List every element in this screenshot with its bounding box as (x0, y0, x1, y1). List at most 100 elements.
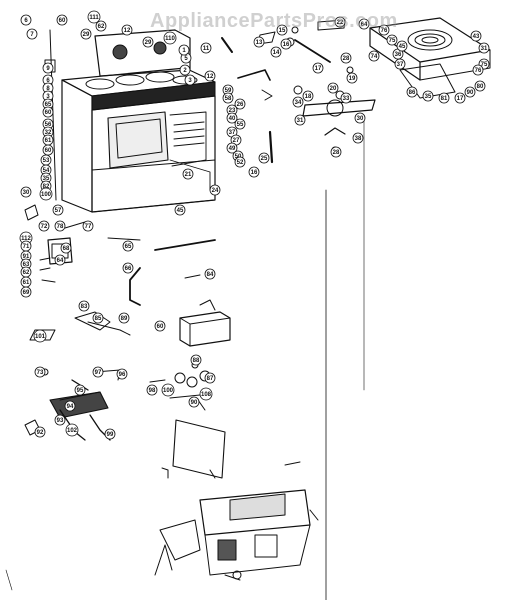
callout-bubble (253, 36, 265, 48)
callout-number: 25 (261, 156, 268, 162)
callout-number: 36 (395, 52, 402, 58)
callout-number: 33 (343, 96, 350, 102)
callout-bubble (178, 44, 190, 56)
callout-number: 62 (98, 24, 105, 30)
callout-22: 22 (334, 16, 346, 28)
callout-bubble (154, 320, 166, 332)
callout-71: 71 (20, 240, 32, 252)
callout-number: 11 (203, 46, 210, 52)
callout-75: 75 (386, 34, 398, 46)
callout-number: 21 (185, 172, 192, 178)
callout-45: 45 (396, 40, 408, 52)
callout-29: 29 (80, 28, 92, 40)
callout-number: 60 (45, 148, 52, 154)
callout-bubble (226, 142, 238, 154)
callout-number: 87 (207, 376, 214, 382)
callout-number: 60 (59, 18, 66, 24)
callout-number: 1 (182, 48, 186, 54)
callout-17: 17 (454, 92, 466, 104)
callout-30: 30 (20, 186, 32, 198)
callout-bubble (346, 72, 358, 84)
callout-bubble (184, 74, 196, 86)
callout-31: 31 (294, 114, 306, 126)
callout-53: 53 (40, 154, 52, 166)
callout-bubble (54, 220, 66, 232)
callout-bubble (470, 30, 482, 42)
callout-number: 6 (24, 18, 28, 24)
callout-number: 12 (124, 28, 131, 34)
callout-number: 61 (45, 138, 52, 144)
callout-bubble (52, 204, 64, 216)
callout-number: 66 (125, 266, 132, 272)
callout-bubble (396, 40, 408, 52)
callout-number: 30 (23, 190, 30, 196)
callout-number: 28 (343, 56, 350, 62)
callout-number: 12 (207, 74, 214, 80)
callout-number: 31 (297, 118, 304, 124)
callout-69: 69 (20, 286, 32, 298)
callout-110: 110 (163, 31, 177, 45)
callout-60: 60 (42, 144, 54, 156)
callout-100: 100 (161, 383, 175, 397)
callout-bubble (340, 52, 352, 64)
callout-bubble (340, 92, 352, 104)
callout-number: 57 (55, 208, 62, 214)
callout-number: 90 (191, 400, 198, 406)
callout-88: 88 (190, 354, 202, 366)
callout-bubble (163, 31, 177, 45)
callout-83: 83 (78, 300, 90, 312)
callout-111: 111 (87, 10, 101, 24)
callout-number: 100 (41, 192, 52, 198)
callout-number: 83 (81, 304, 88, 310)
callout-number: 65 (125, 244, 132, 250)
callout-26: 26 (234, 98, 246, 110)
callout-bubble (146, 384, 158, 396)
callout-number: 60 (157, 324, 164, 330)
callout-bubble (54, 414, 66, 426)
callout-68: 68 (60, 242, 72, 254)
callout-number: 3 (188, 78, 192, 84)
callout-number: 17 (315, 66, 322, 72)
callout-64: 64 (358, 18, 370, 30)
callout-number: 29 (83, 32, 90, 38)
callout-bubble (378, 24, 390, 36)
callout-number: 108 (201, 392, 212, 398)
callout-bubble (39, 187, 53, 201)
callout-bubble (258, 152, 270, 164)
callout-bubble (74, 384, 86, 396)
callout-90: 90 (188, 396, 200, 408)
callout-bubble (472, 64, 484, 76)
callout-13: 13 (253, 36, 265, 48)
callout-2: 2 (179, 64, 191, 76)
callout-bubble (118, 312, 130, 324)
callout-number: 63 (23, 262, 30, 268)
callout-number: 32 (45, 130, 52, 136)
callout-35: 35 (40, 172, 52, 184)
callout-number: 61 (23, 280, 30, 286)
callout-bubble (270, 46, 282, 58)
callout-101: 101 (33, 329, 47, 343)
callout-49: 49 (226, 142, 238, 154)
callout-bubble (174, 204, 186, 216)
callout-bubble (188, 396, 200, 408)
callout-81: 81 (438, 92, 450, 104)
callout-number: 88 (193, 358, 200, 364)
callout-bubble (34, 366, 46, 378)
callout-number: 89 (121, 316, 128, 322)
callout-number: 22 (337, 20, 344, 26)
callout-bubble (200, 42, 212, 54)
callout-number: 43 (473, 34, 480, 40)
callout-bubble (92, 312, 104, 324)
callout-bubble (454, 92, 466, 104)
callout-number: 24 (212, 188, 219, 194)
callout-bubble (161, 383, 175, 397)
callout-bubble (248, 166, 260, 178)
callout-98: 98 (146, 384, 158, 396)
callout-number: 5 (184, 56, 188, 62)
callout-9: 9 (42, 62, 54, 74)
callout-number: 13 (256, 40, 263, 46)
callout-bubble (190, 354, 202, 366)
callout-bubble (20, 286, 32, 298)
callout-bubble (204, 372, 216, 384)
